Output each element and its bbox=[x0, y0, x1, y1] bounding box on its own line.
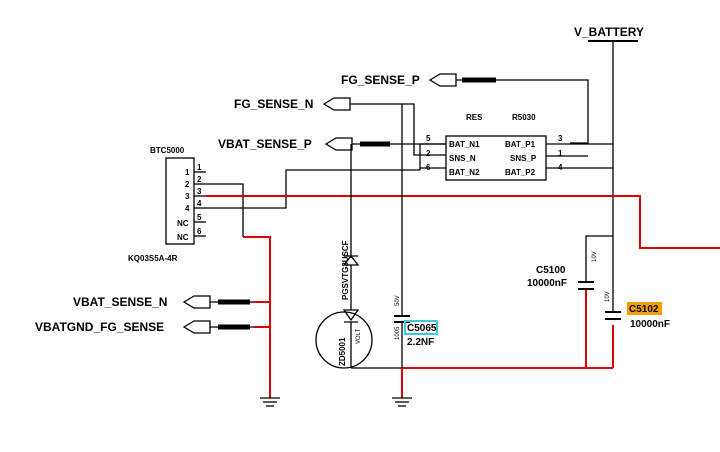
zener-ref-label: ZD5001 bbox=[338, 337, 347, 366]
connector-pins bbox=[194, 171, 206, 237]
resistor-pin-sns-n: SNS_N bbox=[449, 154, 476, 163]
resistor-num-2: 2 bbox=[426, 149, 431, 158]
resistor-type-label: RES bbox=[466, 113, 483, 122]
vbat-sense-n-port bbox=[182, 295, 211, 309]
ground-icon-2 bbox=[392, 397, 412, 407]
c5102-voltage: 10V bbox=[605, 291, 611, 302]
resistor-body bbox=[445, 135, 547, 181]
vbat-sense-p-port bbox=[324, 137, 353, 151]
fg-sense-n-wire bbox=[350, 103, 446, 156]
connector-pin2-wire bbox=[206, 183, 244, 237]
resistor-pin-bat-n1: BAT_N1 bbox=[449, 140, 480, 149]
connector-ref: BTC5000 bbox=[150, 146, 185, 155]
zener-part-label: PGSVTG3USCF bbox=[341, 240, 350, 300]
c5102-highlight-box bbox=[627, 302, 662, 315]
c5065-size: 1005 bbox=[395, 326, 401, 340]
c5065-value: 2.2NF bbox=[407, 337, 434, 348]
vbatgnd-fg-sense-label: VBATGND_FG_SENSE bbox=[35, 320, 164, 334]
connector-pin-num-3: 3 bbox=[197, 187, 202, 196]
resistor-ref-label: R5030 bbox=[512, 113, 536, 122]
connector-pin-name-3: 3 bbox=[185, 192, 190, 201]
vbat-sense-n-label: VBAT_SENSE_N bbox=[73, 295, 167, 309]
c5100-capacitor-icon bbox=[578, 281, 594, 290]
resistor-pin-bat-p1: BAT_P1 bbox=[505, 140, 536, 149]
connector-pin-num-2: 2 bbox=[197, 175, 202, 184]
fg-sense-p-port bbox=[428, 73, 457, 87]
resistor-num-1: 1 bbox=[558, 149, 563, 158]
resistor-num-3: 3 bbox=[558, 134, 563, 143]
fg-sense-p-wire bbox=[456, 79, 589, 144]
c5100-value: 10000nF bbox=[527, 278, 567, 289]
c5100-top-wire bbox=[585, 235, 613, 282]
c5102-ref: C5102 bbox=[629, 304, 659, 315]
c5102-capacitor-icon bbox=[605, 311, 621, 320]
connector-pin-name-nc2: NC bbox=[177, 233, 189, 242]
connector-pin-num-5: 5 bbox=[197, 213, 202, 222]
fg-sense-n-label: FG_SENSE_N bbox=[234, 97, 313, 111]
c5100-ref: C5100 bbox=[536, 265, 566, 276]
c5102-value: 10000nF bbox=[630, 319, 670, 330]
connector-pin-name-1: 1 bbox=[185, 168, 190, 177]
resistor-pin-sns-p: SNS_P bbox=[510, 154, 537, 163]
c5065-highlight-box bbox=[404, 320, 438, 335]
c5100-voltage: 10V bbox=[592, 251, 598, 262]
fg-sense-n-port bbox=[322, 97, 351, 111]
c5065-voltage: 50V bbox=[395, 295, 401, 306]
connector-pin4-wire bbox=[206, 169, 420, 209]
c5065-ref: C5065 bbox=[407, 323, 437, 334]
connector-part: KQ03S5A-4R bbox=[128, 254, 178, 263]
fg-sense-p-label: FG_SENSE_P bbox=[341, 73, 420, 87]
vbatgnd-fg-sense-port bbox=[182, 320, 211, 334]
battery-net-highlight bbox=[206, 195, 720, 249]
resistor-pin-bat-n2: BAT_N2 bbox=[449, 168, 480, 177]
connector-pin-num-1: 1 bbox=[197, 163, 202, 172]
connector-pin-name-nc1: NC bbox=[177, 219, 189, 228]
ground-net-highlight bbox=[243, 236, 271, 398]
ground-icon bbox=[260, 397, 280, 407]
v-battery-label: V_BATTERY bbox=[574, 25, 644, 39]
connector-pin-num-4: 4 bbox=[197, 199, 202, 208]
resistor-pin-bat-p2: BAT_P2 bbox=[505, 168, 536, 177]
vbat-sense-p-label: VBAT_SENSE_P bbox=[218, 137, 312, 151]
connector-pin-name-2: 2 bbox=[185, 180, 190, 189]
zener-volt-mark: VOLT bbox=[356, 328, 362, 344]
connector-pin-name-4: 4 bbox=[185, 204, 190, 213]
resistor-num-5: 5 bbox=[426, 134, 431, 143]
connector-body bbox=[165, 157, 195, 245]
zener-diode-icon bbox=[315, 254, 373, 369]
connector-pin-num-6: 6 bbox=[197, 227, 202, 236]
